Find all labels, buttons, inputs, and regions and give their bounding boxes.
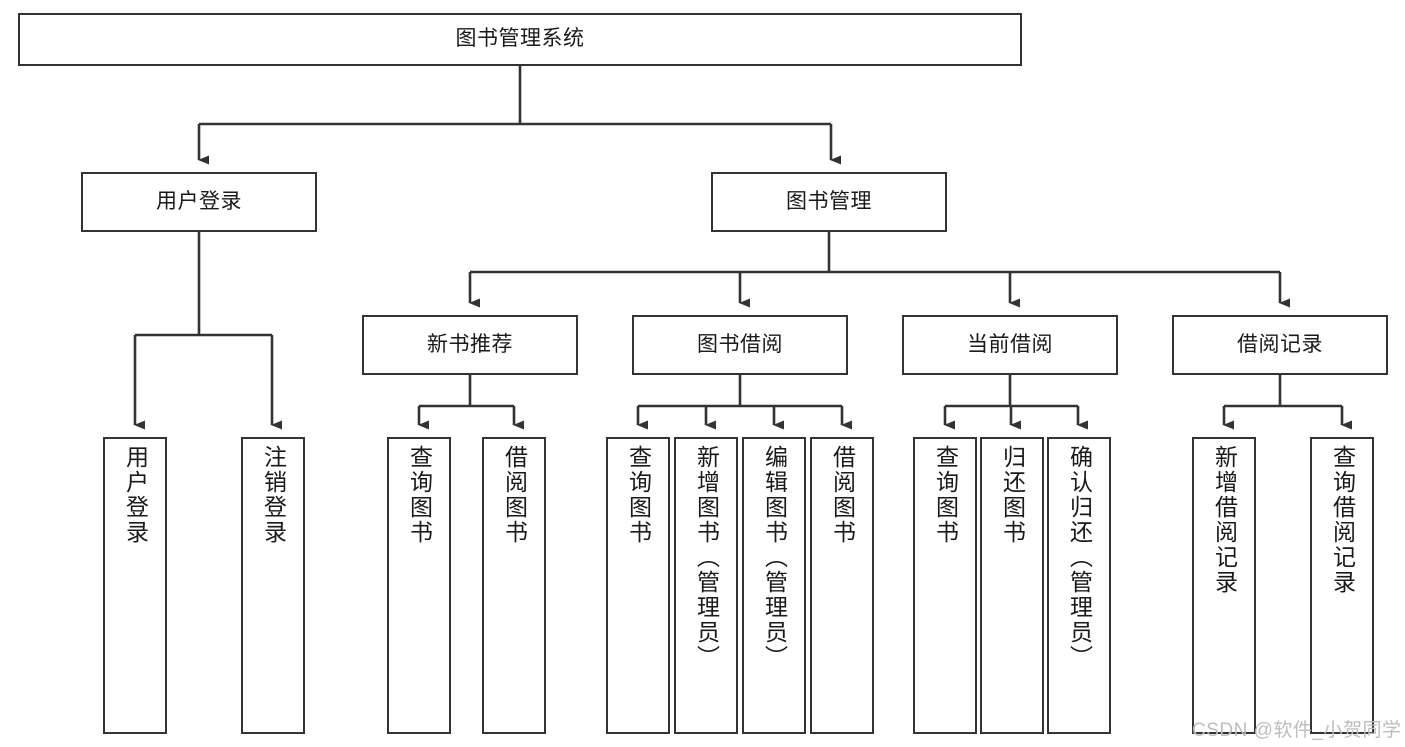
node-label: 归还图书 [999,445,1026,545]
node-current-borrow[interactable]: 当前借阅 [902,315,1118,375]
node-label: 借阅图书 [501,445,528,545]
leaf-current-borrow-confirm[interactable]: 确认归还（管理员） [1047,437,1111,734]
node-label: 编辑图书（管理员） [761,445,788,670]
node-label: 当前借阅 [967,332,1053,356]
node-label: 图书借阅 [697,332,783,356]
node-label: 确认归还（管理员） [1066,445,1093,670]
leaf-book-borrow-add[interactable]: 新增图书（管理员） [674,437,738,734]
leaf-borrow-record-query[interactable]: 查询借阅记录 [1310,437,1374,734]
leaf-new-book-query[interactable]: 查询图书 [387,437,451,734]
leaf-current-borrow-return[interactable]: 归还图书 [980,437,1044,734]
leaf-user-login-logout[interactable]: 注销登录 [241,437,305,734]
node-borrow-record[interactable]: 借阅记录 [1172,315,1388,375]
node-label: 新书推荐 [427,332,513,356]
node-label: 查询图书 [932,445,959,545]
node-book-borrow[interactable]: 图书借阅 [632,315,848,375]
node-label: 新增借阅记录 [1211,445,1238,595]
leaf-current-borrow-query[interactable]: 查询图书 [913,437,977,734]
node-label: 图书管理 [786,189,872,213]
node-label: 查询借阅记录 [1329,445,1356,595]
node-book-management[interactable]: 图书管理 [711,172,947,232]
leaf-book-borrow-query[interactable]: 查询图书 [606,437,670,734]
node-label: 注销登录 [260,445,287,545]
node-user-login[interactable]: 用户登录 [81,172,317,232]
leaf-borrow-record-add[interactable]: 新增借阅记录 [1192,437,1256,734]
node-root-system[interactable]: 图书管理系统 [18,13,1022,66]
node-label: 图书管理系统 [455,27,585,51]
leaf-book-borrow-borrow[interactable]: 借阅图书 [810,437,874,734]
csdn-watermark: CSDN @软件_小贺同学 [1192,720,1402,741]
node-label: 查询图书 [406,445,433,545]
node-new-book-recommend[interactable]: 新书推荐 [362,315,578,375]
leaf-new-book-borrow[interactable]: 借阅图书 [482,437,546,734]
node-label: 查询图书 [625,445,652,545]
node-label: 借阅图书 [829,445,856,545]
leaf-book-borrow-edit[interactable]: 编辑图书（管理员） [742,437,806,734]
node-label: 用户登录 [122,445,149,545]
leaf-user-login-login[interactable]: 用户登录 [103,437,167,734]
node-label: 新增图书（管理员） [693,445,720,670]
node-label: 借阅记录 [1237,332,1323,356]
node-label: 用户登录 [156,189,242,213]
